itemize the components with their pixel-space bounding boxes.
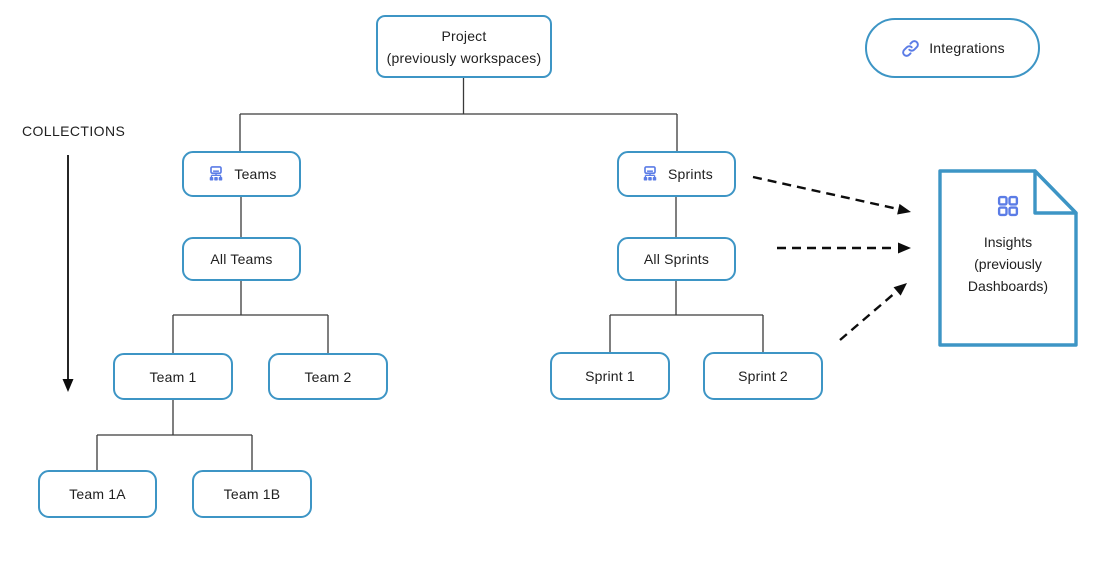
node-team-1a: Team 1A xyxy=(38,470,157,518)
node-sprints: Sprints xyxy=(617,151,736,197)
dashed-arrow-allsprints-insights xyxy=(777,242,911,254)
link-icon xyxy=(900,38,921,59)
org-chart-icon xyxy=(640,164,660,184)
team-2-label: Team 2 xyxy=(304,368,352,385)
node-all-sprints: All Sprints xyxy=(617,237,736,281)
org-chart-icon xyxy=(206,164,226,184)
node-team-1b: Team 1B xyxy=(192,470,312,518)
sprint-2-label: Sprint 2 xyxy=(738,368,788,384)
node-team-1: Team 1 xyxy=(113,353,233,400)
node-teams: Teams xyxy=(182,151,301,197)
insights-line2: (previously xyxy=(974,256,1042,272)
node-sprint-2: Sprint 2 xyxy=(703,352,823,400)
team-1a-label: Team 1A xyxy=(69,486,126,502)
node-project: Project (previously workspaces) xyxy=(376,15,552,78)
dashed-arrow-sprint2-insights xyxy=(839,283,907,341)
sprints-label: Sprints xyxy=(668,166,713,182)
project-subtitle: (previously workspaces) xyxy=(386,49,542,66)
integrations-label: Integrations xyxy=(929,40,1005,56)
all-sprints-label: All Sprints xyxy=(643,251,710,267)
all-teams-label: All Teams xyxy=(210,251,273,267)
team-1-label: Team 1 xyxy=(149,368,197,385)
sprint-1-label: Sprint 1 xyxy=(585,368,635,384)
insights-line3: Dashboards) xyxy=(967,278,1049,294)
project-title: Project xyxy=(441,27,487,44)
node-all-teams: All Teams xyxy=(182,237,301,281)
insights-line1: Insights xyxy=(983,234,1033,250)
node-team-2: Team 2 xyxy=(268,353,388,400)
document-shape xyxy=(938,169,1078,347)
collections-label: COLLECTIONS xyxy=(22,123,126,139)
dashboard-grid-icon xyxy=(995,193,1021,219)
node-insights: Insights (previously Dashboards) xyxy=(938,169,1078,347)
node-integrations: Integrations xyxy=(865,18,1040,78)
dashed-arrow-sprints-insights xyxy=(752,175,911,215)
collections-arrow xyxy=(62,155,74,392)
teams-label: Teams xyxy=(234,166,277,182)
node-sprint-1: Sprint 1 xyxy=(550,352,670,400)
team-1b-label: Team 1B xyxy=(223,486,281,502)
